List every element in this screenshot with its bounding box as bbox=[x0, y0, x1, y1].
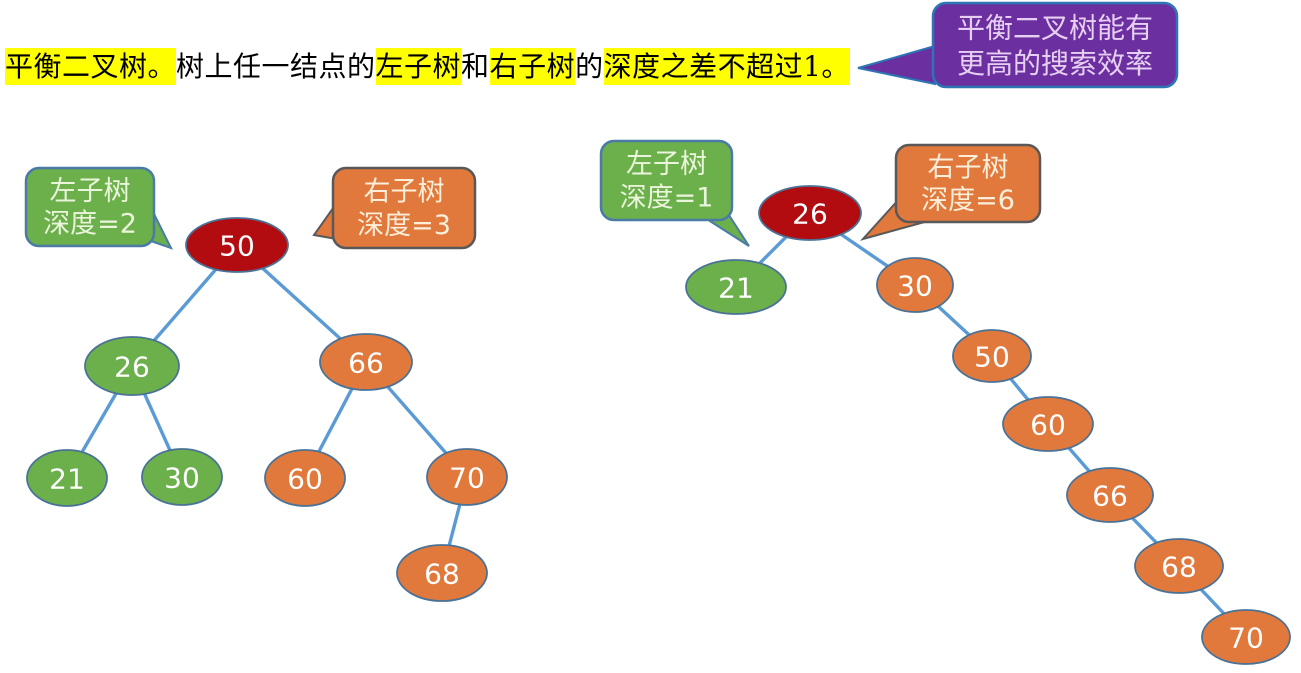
callout-box bbox=[24, 166, 156, 248]
node-ellipse bbox=[685, 259, 787, 315]
callout-line: 深度=1 bbox=[620, 182, 714, 213]
headline-segment: 和 bbox=[461, 50, 490, 83]
tree-node-26: 26 bbox=[84, 336, 180, 396]
node-ellipse bbox=[952, 329, 1032, 383]
callout-box bbox=[931, 1, 1179, 89]
node-value: 60 bbox=[287, 463, 323, 496]
node-value: 30 bbox=[897, 270, 933, 303]
callout-line: 右子树 bbox=[928, 153, 1009, 184]
tree-node-30: 30 bbox=[141, 448, 223, 506]
tree-node-21: 21 bbox=[26, 449, 108, 507]
node-value: 50 bbox=[974, 341, 1010, 374]
node-value: 68 bbox=[1161, 551, 1197, 584]
callout-line: 右子树 bbox=[364, 177, 445, 208]
node-value: 70 bbox=[449, 462, 485, 495]
node-value: 26 bbox=[792, 198, 828, 231]
tree-node-50: 50 bbox=[185, 217, 289, 273]
callout-line: 左子树 bbox=[626, 149, 707, 180]
node-ellipse bbox=[319, 333, 413, 391]
node-value: 68 bbox=[424, 558, 460, 591]
node-value: 60 bbox=[1030, 409, 1066, 442]
headline-segment: 右子树 bbox=[489, 48, 576, 85]
node-ellipse bbox=[426, 448, 508, 506]
node-ellipse bbox=[396, 544, 488, 602]
tree-node-66: 66 bbox=[1066, 467, 1154, 523]
tree-node-60: 60 bbox=[264, 449, 346, 507]
tree-node-60: 60 bbox=[1002, 396, 1094, 452]
tree-node-26: 26 bbox=[758, 185, 862, 241]
node-value: 50 bbox=[219, 230, 255, 263]
callout-line: 平衡二叉树能有 bbox=[957, 12, 1153, 45]
headline: 平衡二叉树。树上任一结点的左子树和右子树的深度之差不超过1。 bbox=[5, 45, 850, 85]
headline-segment: 深度之差不超过1。 bbox=[603, 48, 850, 85]
callout-tail bbox=[857, 44, 936, 86]
node-value: 66 bbox=[1092, 480, 1128, 513]
node-ellipse bbox=[758, 185, 862, 241]
tree-node-30: 30 bbox=[876, 257, 954, 313]
headline-segment: 左子树 bbox=[375, 48, 462, 85]
callout-line: 深度=2 bbox=[43, 209, 137, 240]
node-value: 21 bbox=[49, 463, 85, 496]
node-value: 66 bbox=[348, 347, 384, 380]
node-ellipse bbox=[26, 449, 108, 507]
node-value: 30 bbox=[164, 462, 200, 495]
node-ellipse bbox=[1066, 467, 1154, 523]
callout-line: 更高的搜索效率 bbox=[957, 47, 1153, 80]
callout-box bbox=[894, 143, 1042, 224]
callout-line: 左子树 bbox=[50, 176, 131, 207]
tree-node-70: 70 bbox=[426, 448, 508, 506]
tree-node-68: 68 bbox=[396, 544, 488, 602]
callout-box bbox=[599, 139, 734, 222]
tree-node-66: 66 bbox=[319, 333, 413, 391]
tree-node-70: 70 bbox=[1201, 609, 1291, 665]
tree-node-68: 68 bbox=[1134, 538, 1224, 594]
node-ellipse bbox=[84, 336, 180, 396]
node-ellipse bbox=[1201, 609, 1291, 665]
headline-segment: 树上任一结点的 bbox=[176, 50, 376, 83]
node-value: 21 bbox=[718, 272, 754, 305]
node-value: 70 bbox=[1228, 622, 1264, 655]
tree-node-21: 21 bbox=[685, 259, 787, 315]
headline-segment: 的 bbox=[575, 50, 604, 83]
callout-line: 深度=3 bbox=[357, 210, 451, 241]
tree-node-50: 50 bbox=[952, 329, 1032, 383]
node-ellipse bbox=[1134, 538, 1224, 594]
headline-segment: 平衡二叉树。 bbox=[5, 48, 177, 85]
node-ellipse bbox=[264, 449, 346, 507]
node-ellipse bbox=[876, 257, 954, 313]
node-value: 26 bbox=[114, 351, 150, 384]
callout-line: 深度=6 bbox=[921, 185, 1015, 216]
callout-box bbox=[331, 166, 477, 250]
node-ellipse bbox=[1002, 396, 1094, 452]
node-ellipse bbox=[185, 217, 289, 273]
node-ellipse bbox=[141, 448, 223, 506]
